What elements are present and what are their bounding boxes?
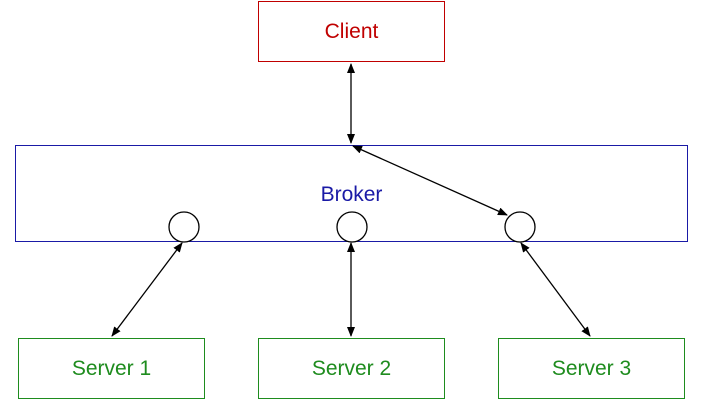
server-3-label: Server 3	[551, 356, 632, 380]
server-2-node: Server 2	[258, 338, 445, 399]
server-1-node: Server 1	[18, 338, 205, 399]
server-3-node: Server 3	[498, 338, 685, 399]
client-node: Client	[258, 1, 445, 62]
broker-node: Broker	[15, 145, 688, 242]
server-2-label: Server 2	[311, 356, 392, 380]
client-label: Client	[324, 19, 379, 43]
port-1-server-1-arrow	[111, 242, 183, 337]
port-3-server-3-arrow	[520, 242, 591, 337]
server-1-label: Server 1	[71, 356, 152, 380]
broker-label: Broker	[320, 183, 383, 206]
